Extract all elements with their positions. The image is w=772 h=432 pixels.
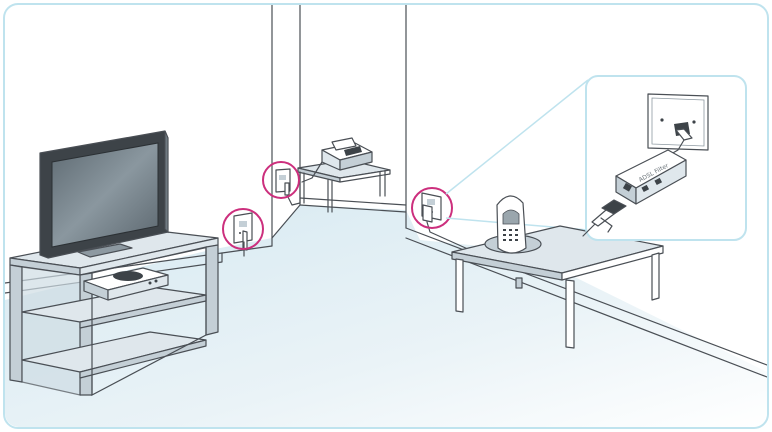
inset-adsl-filter: ADSL Filter bbox=[583, 76, 746, 240]
